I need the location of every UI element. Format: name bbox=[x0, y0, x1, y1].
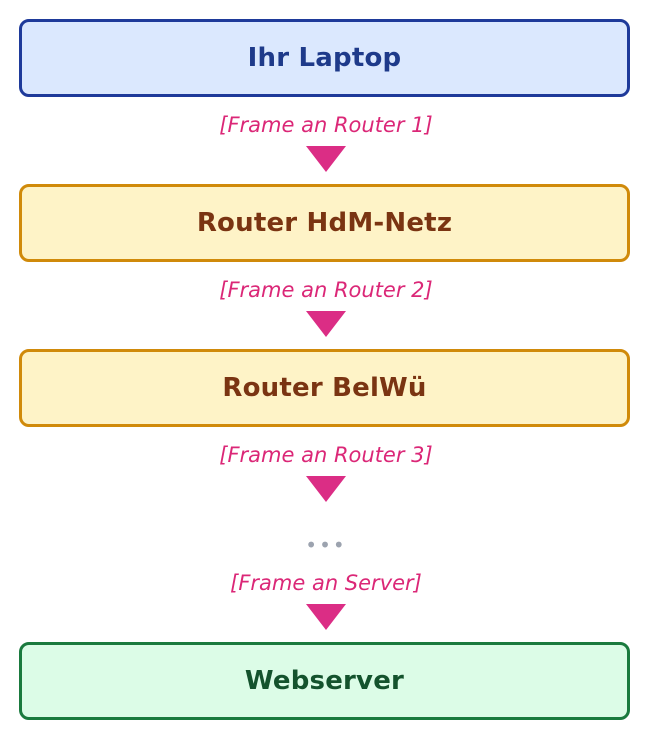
edge-label-frame-router-2: [Frame an Router 2] bbox=[219, 278, 433, 302]
node-laptop-label: Ihr Laptop bbox=[247, 43, 402, 73]
arrow-down-icon bbox=[306, 604, 346, 630]
arrow-down-icon bbox=[306, 311, 346, 337]
node-laptop: Ihr Laptop bbox=[19, 19, 630, 97]
node-router-hdm: Router HdM-Netz bbox=[19, 184, 630, 262]
edge-label-frame-router-1: [Frame an Router 1] bbox=[219, 113, 433, 137]
node-router-belwue: Router BelWü bbox=[19, 349, 630, 427]
arrow-down-icon bbox=[306, 146, 346, 172]
node-webserver-label: Webserver bbox=[244, 666, 405, 696]
node-router-hdm-label: Router HdM-Netz bbox=[196, 208, 453, 238]
arrow-down-icon bbox=[306, 476, 346, 502]
ellipsis-dots: ••• bbox=[305, 533, 347, 557]
edge-label-frame-router-3: [Frame an Router 3] bbox=[219, 443, 433, 467]
node-webserver: Webserver bbox=[19, 642, 630, 720]
node-router-belwue-label: Router BelWü bbox=[222, 373, 427, 403]
edge-label-frame-server: [Frame an Server] bbox=[230, 571, 422, 595]
